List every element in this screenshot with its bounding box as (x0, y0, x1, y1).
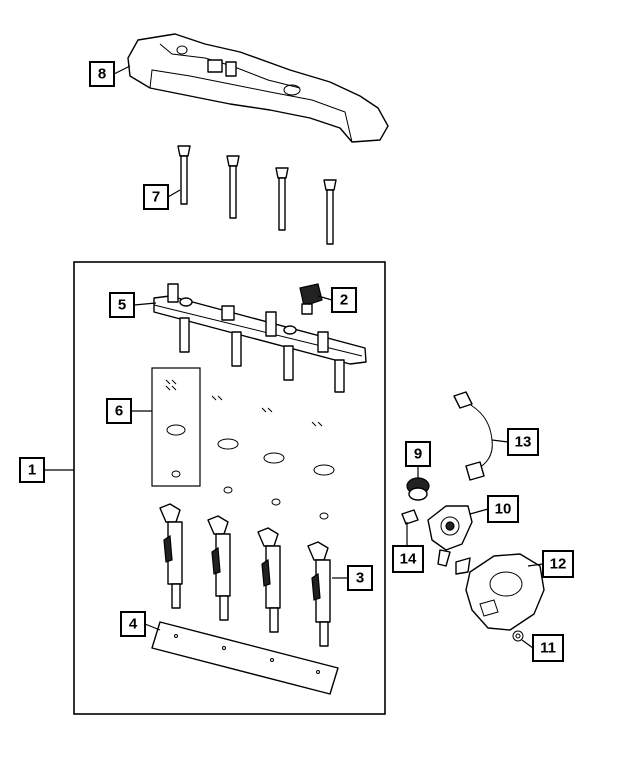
callout-7-label: 7 (152, 189, 160, 206)
injector-gasket-strip (151, 621, 339, 695)
seal-kit (151, 367, 335, 520)
callout-13: 13 (507, 428, 539, 456)
callout-2-label: 2 (340, 292, 348, 309)
fuel-line (453, 391, 493, 481)
callout-10-label: 10 (495, 501, 512, 518)
injector-2 (207, 515, 231, 621)
high-pressure-fuel-pump (427, 505, 473, 575)
injector-1 (159, 503, 183, 609)
callout-13-label: 13 (515, 434, 532, 451)
callout-3-label: 3 (356, 570, 364, 587)
injector-3 (257, 527, 281, 633)
pump-follower (406, 477, 430, 501)
callout-11-label: 11 (540, 640, 556, 657)
callout-7: 7 (143, 184, 169, 210)
callout-3: 3 (347, 565, 373, 591)
fuel-rail (153, 283, 367, 393)
seal-kit-card (151, 367, 201, 487)
pump-fitting (401, 509, 419, 525)
callout-11: 11 (532, 634, 564, 662)
callout-8-label: 8 (98, 66, 106, 83)
leader-lines (44, 65, 544, 649)
bolt-2 (226, 155, 240, 219)
injector-4 (307, 541, 331, 647)
callout-1: 1 (19, 457, 45, 483)
callout-4-label: 4 (129, 616, 138, 633)
kit-frame (73, 261, 386, 715)
callout-2: 2 (331, 287, 357, 313)
bolt-3 (275, 167, 289, 231)
callout-14-label: 14 (400, 551, 417, 568)
callout-6-label: 6 (115, 403, 123, 420)
callout-12-label: 12 (550, 556, 567, 573)
bolt-4 (323, 179, 337, 245)
pump-housing (465, 553, 545, 631)
callout-5-label: 5 (118, 297, 126, 314)
callout-5: 5 (109, 292, 135, 318)
mounting-bolts (177, 145, 337, 245)
callout-12: 12 (542, 550, 574, 578)
callout-4: 4 (120, 611, 146, 637)
fuel-injectors (159, 503, 331, 647)
callout-14: 14 (392, 545, 424, 573)
callout-9: 9 (405, 441, 431, 467)
fuel-rail-cover (127, 33, 389, 143)
callout-9-label: 9 (414, 446, 422, 463)
callout-1-label: 1 (28, 462, 36, 479)
bolt-1 (177, 145, 191, 205)
callout-6: 6 (106, 398, 132, 424)
washer (512, 630, 524, 642)
callout-8: 8 (89, 61, 115, 87)
callout-10: 10 (487, 495, 519, 523)
fuel-pressure-sensor (299, 283, 323, 315)
